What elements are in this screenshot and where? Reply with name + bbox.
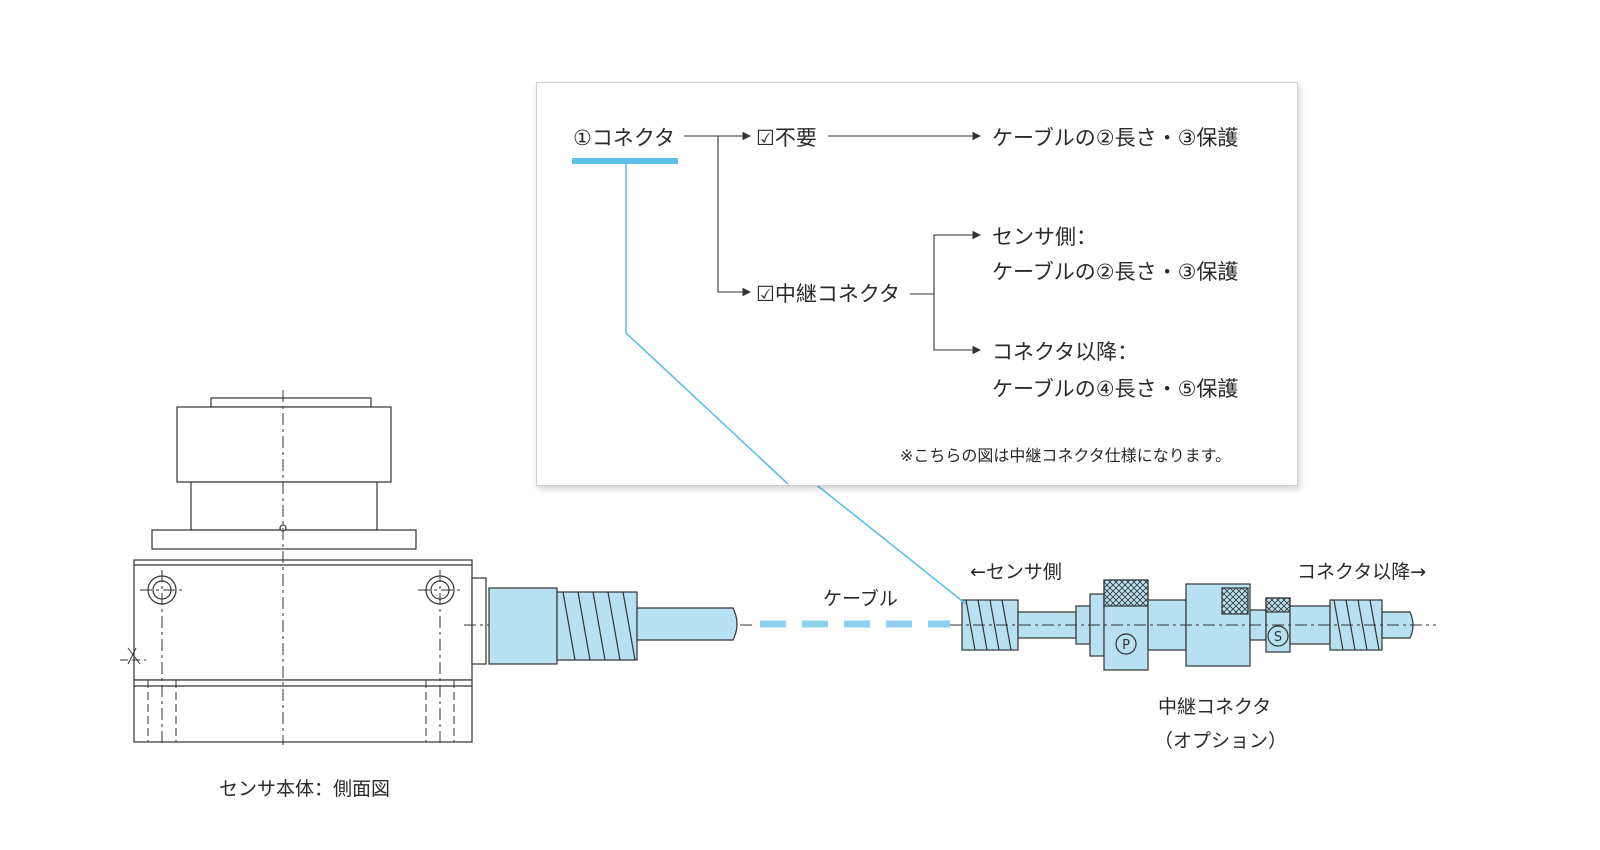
after-connector-label: コネクタ以降： — [992, 340, 1139, 364]
sensor-cable-assembly — [488, 587, 738, 665]
protective-spring — [556, 591, 638, 661]
sensor-side-label: センサ側： — [992, 225, 1097, 249]
after-connector-result: ケーブルの④長さ・⑤保護 — [992, 377, 1239, 401]
sensor-base — [133, 679, 473, 743]
selection-flow-box — [536, 82, 1298, 486]
cable-gland — [488, 587, 558, 665]
plug-s-mark — [1267, 625, 1289, 647]
sensor-cable — [636, 607, 738, 641]
relay-connector-caption: 中継コネクタ — [1158, 696, 1272, 718]
option-relay-label: ☑中継コネクタ — [756, 282, 900, 306]
connector-label: ①コネクタ — [573, 126, 675, 150]
sensor-port — [471, 577, 487, 665]
option-none-label: ☑不要 — [756, 126, 817, 150]
plug-p-mark — [1115, 633, 1137, 655]
sensor-top-block — [176, 406, 392, 483]
plug-p-knurl — [1103, 579, 1149, 607]
relay-connector-option-caption: （オプション） — [1154, 730, 1288, 752]
spec-note: ※こちらの図は中継コネクタ仕様になります。 — [900, 446, 1232, 465]
cable-label: ケーブル — [823, 588, 898, 610]
option-none-result: ケーブルの②長さ・③保護 — [992, 126, 1239, 150]
after-connector-arrow-label: コネクタ以降→ — [1297, 561, 1427, 583]
sensor-caption: センサ本体：側面図 — [219, 778, 391, 800]
sensor-body — [133, 397, 487, 743]
sensor-side-arrow-label: ←センサ側 — [970, 561, 1062, 583]
plug-p-letter: P — [1122, 638, 1130, 653]
plug-s-letter: S — [1274, 630, 1282, 645]
sensor-side-result: ケーブルの②長さ・③保護 — [992, 260, 1239, 284]
